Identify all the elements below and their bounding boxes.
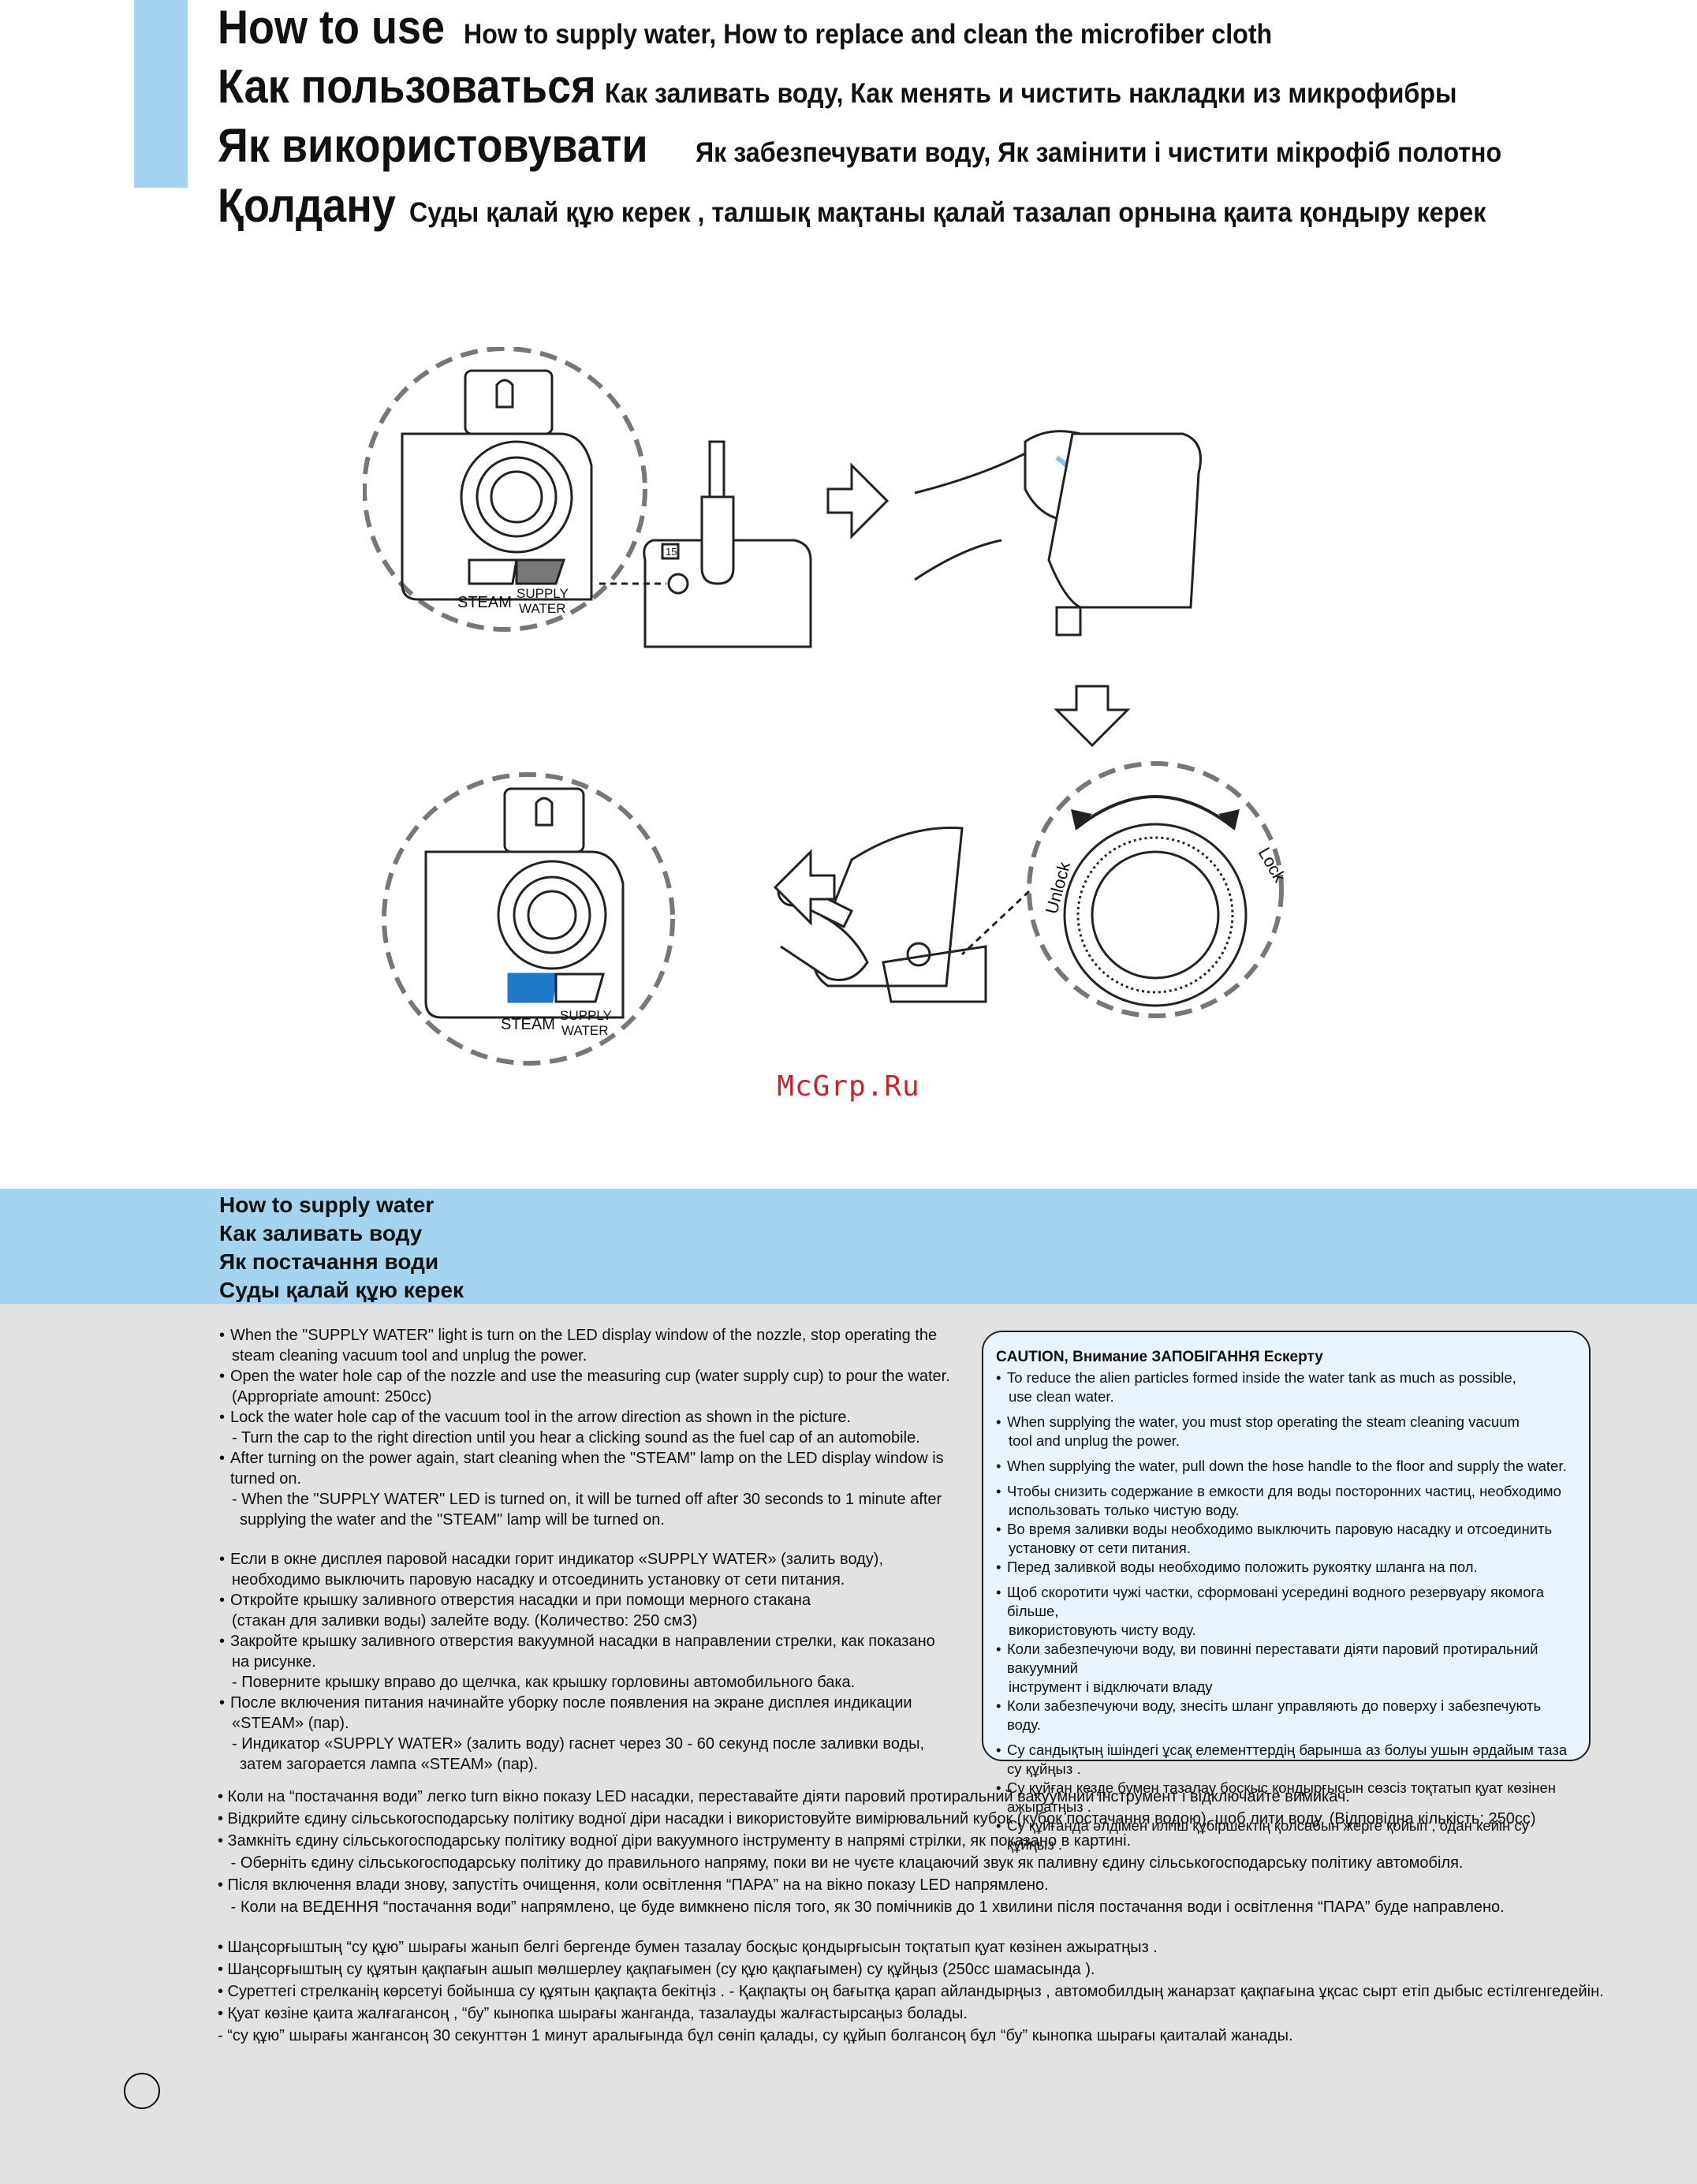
pouring-water-scene <box>914 430 1202 637</box>
caution-line: Су сандықтың ішіндегі ұсақ елементтердің… <box>1007 1742 1568 1777</box>
instruction-line: - Turn the cap to the right direction un… <box>232 1429 920 1447</box>
caution-kk: •Су сандықтың ішіндегі ұсақ елементтерді… <box>996 1741 1576 1854</box>
instruction-line: - “су құю” шырағы жангансоң 30 секунттән… <box>218 2027 1293 2044</box>
page-number-circle <box>124 2073 160 2109</box>
title-line-en: How to use How to supply water, How to r… <box>218 0 1342 60</box>
header-accent-bar <box>134 0 188 188</box>
title-main-ru: Как пользоваться <box>218 60 596 113</box>
instruction-line: необходимо выключить паровую насадку и о… <box>232 1571 845 1589</box>
label-steam-bottom: STEAM <box>501 1016 555 1033</box>
led-panel-closeup-bottom <box>382 772 675 1066</box>
title-line-uk: Як використовувати Як забезпечувати воду… <box>218 118 1572 178</box>
instruction-line: • Коли на “постачання води” легко turn в… <box>218 1788 1350 1805</box>
instruction-line: - When the "SUPPLY WATER" LED is turned … <box>232 1491 942 1508</box>
label-supply-top: SUPPLY <box>517 586 569 601</box>
section-band <box>0 1189 1697 1304</box>
instruction-line: • Шаңсорғыштың “су құю” шырағы жанып бел… <box>218 1939 1158 1956</box>
section-titles: How to supply water Как заливать воду Як… <box>219 1191 464 1305</box>
caution-line: Чтобы снизить содержание в емкости для в… <box>1007 1483 1561 1499</box>
nozzle-marker: 15 <box>666 546 677 558</box>
caution-line: використовують чисту воду. <box>1009 1622 1196 1638</box>
caution-line: Коли забезпечуючи воду, знесіть шланг уп… <box>1007 1697 1542 1733</box>
caution-box: CAUTION, Внимание ЗАПОБІГАННЯ Ескерту •T… <box>982 1331 1591 1853</box>
instruction-line: • Відкрийте єдину сільськогосподарську п… <box>218 1810 1536 1827</box>
instruction-line: supplying the water and the "STEAM" lamp… <box>240 1511 665 1529</box>
section-title-en: How to supply water <box>219 1193 435 1217</box>
caution-line: When supplying the water, you must stop … <box>1007 1413 1520 1430</box>
section-title-uk: Як постачання води <box>219 1249 439 1274</box>
instruction-line: steam cleaning vacuum tool and unplug th… <box>232 1347 587 1365</box>
instruction-line: (стакан для заливки воды) залейте воду. … <box>232 1612 698 1630</box>
caution-ru: •Чтобы снизить содержание в емкости для … <box>996 1482 1576 1577</box>
title-main-uk: Як використовувати <box>218 119 648 172</box>
instruction-item: •When the "SUPPLY WATER" light is turn o… <box>219 1327 938 1344</box>
instruction-line: «STEAM» (пар). <box>232 1715 349 1732</box>
instruction-line: • Шаңсорғыштың су құятын қақпағын ашып м… <box>218 1961 1095 1978</box>
caution-line: установку от сети питания. <box>1009 1540 1191 1556</box>
led-panel-closeup-top <box>363 347 647 632</box>
title-sub-en: How to supply water, How to replace and … <box>464 19 1273 50</box>
caution-uk: •Щоб скоротити чужі частки, сформовані у… <box>996 1583 1576 1734</box>
title-line-kk: Қолдану Суды қалай құю керек , талшық ма… <box>218 178 1580 238</box>
arrow-down <box>1054 685 1131 748</box>
title-main-en: How to use <box>218 1 446 54</box>
title-sub-kk: Суды қалай құю керек , талшық мақтаны қа… <box>408 197 1486 228</box>
title-line-ru: Как пользоваться Как заливать воду, Как … <box>218 59 1531 119</box>
watermark: McGrp.Ru <box>777 1070 920 1103</box>
instructions-uk: • Коли на “постачання води” легко turn в… <box>218 1786 1669 1918</box>
instruction-item: •После включения питания начинайте уборк… <box>219 1694 912 1712</box>
instruction-item: •After turning on the power again, start… <box>219 1450 944 1488</box>
caution-line: Су құйған кезде бумен тазалау босқыс қон… <box>1007 1779 1556 1815</box>
label-water-top: WATER <box>519 601 566 616</box>
label-steam-top: STEAM <box>457 594 512 611</box>
section-title-ru: Как заливать воду <box>219 1221 423 1245</box>
section-title-kk: Суды қалай құю керек <box>219 1278 464 1302</box>
instruction-line: • Замкніть єдину сільськогосподарську по… <box>218 1832 1132 1850</box>
instruction-line: - Поверните крышку вправо до щелчка, как… <box>232 1674 856 1691</box>
label-supply-bottom: SUPPLY <box>560 1008 612 1023</box>
instruction-item: •Если в окне дисплея паровой насадки гор… <box>219 1551 884 1568</box>
title-sub-uk: Як забезпечувати воду, Як замінити і чис… <box>696 137 1502 168</box>
water-supply-illustration: STEAM SUPPLY WATER 15 <box>363 347 1290 1066</box>
caution-line: Во время заливки воды необходимо выключи… <box>1007 1521 1553 1537</box>
caution-line: Коли забезпечуючи воду, ви повинні перес… <box>1007 1641 1538 1676</box>
caution-line: use clean water. <box>1009 1388 1114 1405</box>
title-main-kk: Қолдану <box>218 179 396 232</box>
caution-line: Су құйғанда әлдімен илгіш құбіршектің қо… <box>1007 1817 1529 1853</box>
caution-line: tool and unplug the power. <box>1009 1432 1180 1449</box>
caution-en: •To reduce the alien particles formed in… <box>996 1368 1576 1476</box>
instruction-item: •Закройте крышку заливного отверстия вак… <box>219 1633 935 1650</box>
arrow-left <box>773 849 836 926</box>
instructions-ru: •Если в окне дисплея паровой насадки гор… <box>219 1549 976 1775</box>
label-water-bottom: WATER <box>561 1023 609 1038</box>
instruction-line: (Appropriate amount: 250cc) <box>232 1388 432 1406</box>
instruction-line: - Коли на ВЕДЕННЯ “постачання води” напр… <box>218 1898 1505 1916</box>
instruction-item: •Откройте крышку заливного отверстия нас… <box>219 1592 811 1609</box>
title-sub-ru: Как заливать воду, Как менять и чистить … <box>604 78 1457 109</box>
caution-line: Перед заливкой воды необходимо положить … <box>1007 1559 1478 1575</box>
caution-title: CAUTION, Внимание ЗАПОБІГАННЯ Ескерту <box>996 1349 1323 1365</box>
lock-dial-closeup <box>960 761 1284 1018</box>
instructions-kk: • Шаңсорғыштың “су құю” шырағы жанып бел… <box>218 1936 1669 2047</box>
instruction-line: • Суреттегі стрелканің көрсетуі бойынша … <box>218 1983 1604 2000</box>
caution-line: To reduce the alien particles formed ins… <box>1007 1369 1516 1386</box>
instruction-line: на рисунке. <box>232 1653 316 1671</box>
instruction-line: - Индикатор «SUPPLY WATER» (залить воду)… <box>232 1735 925 1753</box>
instructions-column: •When the "SUPPLY WATER" light is turn o… <box>219 1325 976 1775</box>
instructions-en: •When the "SUPPLY WATER" light is turn o… <box>219 1325 976 1530</box>
instruction-item: •Open the water hole cap of the nozzle a… <box>219 1368 950 1385</box>
caution-line: использовать только чистую воду. <box>1009 1502 1240 1518</box>
caution-line: інструмент і відключати владу <box>1009 1678 1213 1695</box>
instruction-line: • Після включення влади знову, запустіть… <box>218 1876 1049 1894</box>
instruction-line: • Қуат көзіне қаита жалғагансоң , “бу” к… <box>218 2005 968 2022</box>
caution-line: Щоб скоротити чужі частки, сформовані ус… <box>1007 1584 1545 1619</box>
instruction-line: затем загорается лампа «STEAM» (пар). <box>240 1756 539 1773</box>
instruction-line: - Оберніть єдину сільськогосподарську по… <box>218 1854 1464 1872</box>
nozzle-with-handle <box>599 440 812 648</box>
instruction-item: •Lock the water hole cap of the vacuum t… <box>219 1409 852 1426</box>
arrow-right-1 <box>826 462 890 539</box>
caution-line: When supplying the water, pull down the … <box>1007 1458 1567 1474</box>
